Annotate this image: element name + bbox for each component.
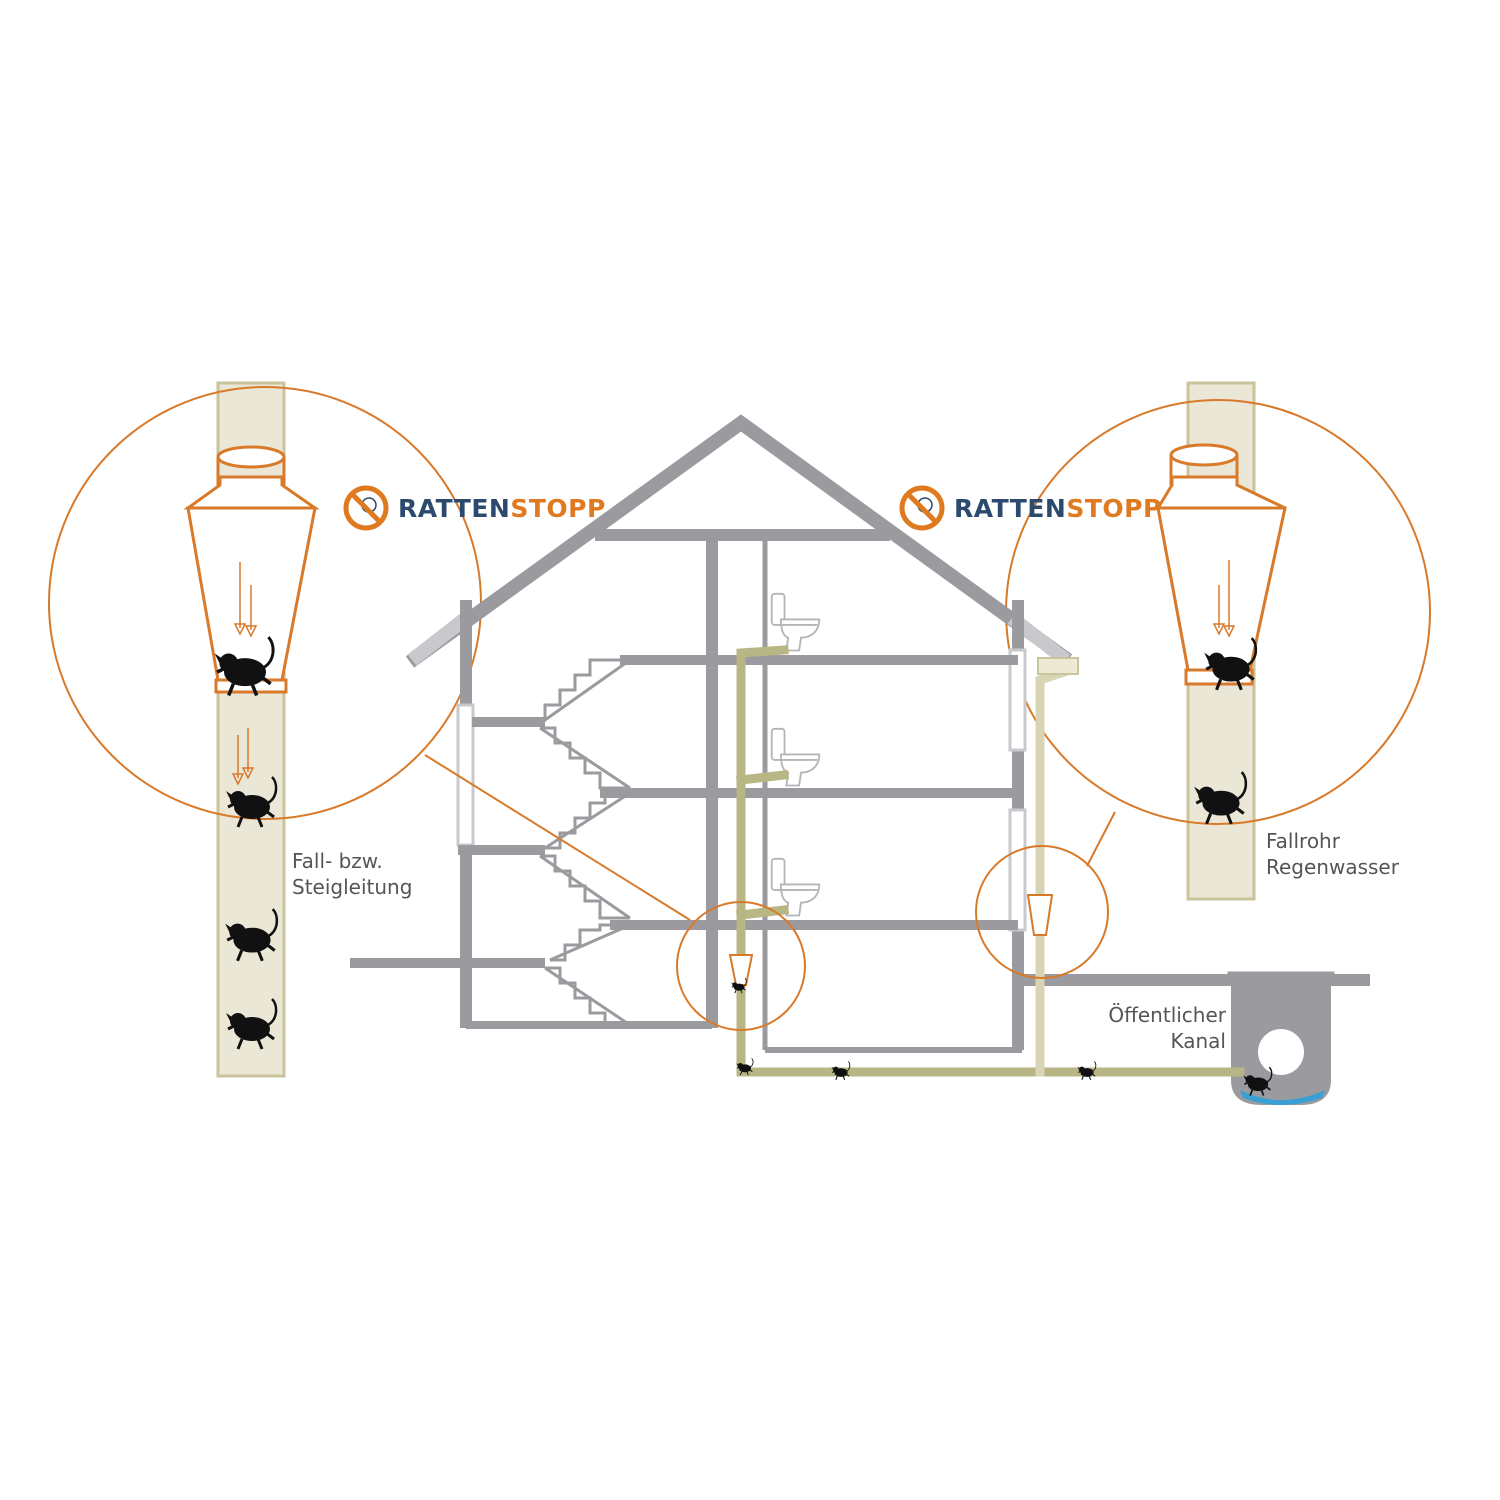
label-left-pipe-line1: Fall- bzw. — [292, 849, 383, 873]
label-right-pipe-line2: Regenwasser — [1266, 855, 1399, 879]
rattenstopp-logo-left: RATTENSTOPP — [390, 480, 606, 536]
label-sewer: Öffentlicher Kanal — [1094, 1002, 1226, 1054]
toilet-icon — [770, 592, 821, 652]
no-rat-icon — [343, 485, 389, 531]
rat-icon — [1076, 1060, 1097, 1081]
label-left-pipe: Fall- bzw. Steigleitung — [292, 848, 412, 900]
no-rat-icon — [899, 485, 945, 531]
connector-right — [1086, 811, 1116, 867]
roof — [405, 414, 1073, 668]
arrow-down-icon — [1212, 560, 1236, 638]
zoom-circle-right-pipe — [975, 845, 1109, 979]
connector-left — [424, 754, 691, 921]
right-pipe-detail — [1005, 381, 1431, 901]
logo-part-ratten: RATTEN — [398, 493, 511, 523]
rat-icon — [830, 1060, 851, 1081]
logo-word: RATTENSTOPP — [954, 494, 1162, 523]
right-funnel-icon — [1155, 443, 1287, 686]
funnel-icon — [728, 954, 754, 986]
label-right-pipe-line1: Fallrohr — [1266, 829, 1340, 853]
house-cross-section — [350, 414, 1370, 1105]
logo-part-stopp: STOPP — [510, 493, 606, 523]
logo-word: RATTENSTOPP — [398, 494, 606, 523]
staircase — [530, 658, 631, 1027]
funnel-icon — [1026, 894, 1054, 936]
rattenstopp-logo-right: RATTENSTOPP — [946, 480, 1162, 536]
arrow-down-icon — [231, 562, 258, 786]
label-sewer-line2: Kanal — [1170, 1029, 1226, 1053]
logo-part-stopp: STOPP — [1066, 493, 1162, 523]
label-right-pipe: Fallrohr Regenwasser — [1266, 828, 1399, 880]
zoom-circle-left-pipe — [676, 901, 806, 1031]
label-sewer-line1: Öffentlicher — [1108, 1003, 1226, 1027]
public-sewer — [1227, 971, 1335, 1105]
logo-part-ratten: RATTEN — [954, 493, 1067, 523]
left-funnel-icon — [183, 445, 320, 694]
label-left-pipe-line2: Steigleitung — [292, 875, 413, 899]
left-pipe-detail — [48, 381, 482, 1078]
gutter — [1037, 657, 1079, 675]
